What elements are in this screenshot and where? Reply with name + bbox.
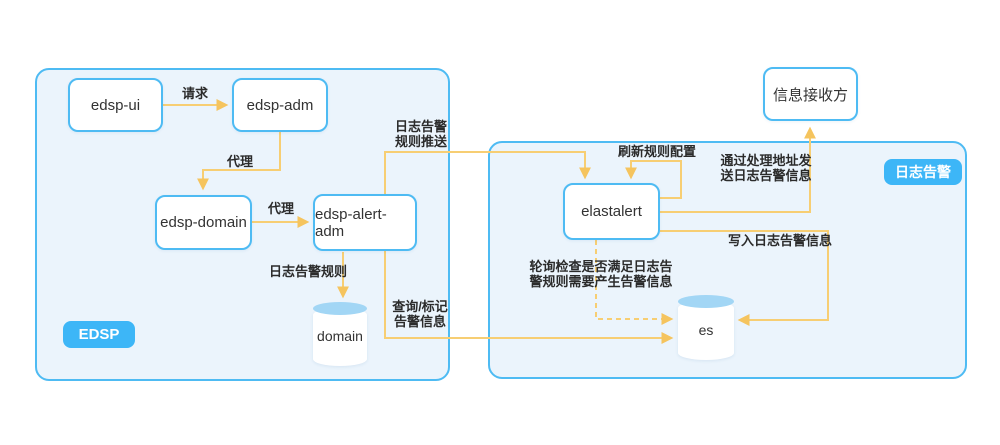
arrow-rule-push <box>384 151 591 194</box>
arrow-write-es <box>660 230 829 326</box>
tag-edsp-label: EDSP <box>78 326 120 343</box>
edge-label-log-alert-rule: 日志告警规则 <box>268 264 348 279</box>
edge-label-poll-check: 轮询检查是否满足日志告 警规则需要产生告警信息 <box>529 259 673 289</box>
tag-log-alert-label: 日志告警 <box>895 164 951 180</box>
db-es: es <box>678 295 734 360</box>
db-es-label: es <box>698 321 714 338</box>
arrow-send-to-receiver <box>660 126 816 213</box>
arrow-refresh-loop <box>625 160 682 199</box>
node-elastalert-label: elastalert <box>581 203 642 220</box>
node-elastalert: elastalert <box>563 183 660 240</box>
node-edsp-ui: edsp-ui <box>68 78 163 132</box>
edge-label-query-mark: 查询/标记 告警信息 <box>392 299 448 329</box>
arrow-query-mark <box>384 250 674 344</box>
node-edsp-ui-label: edsp-ui <box>90 96 141 114</box>
arrow-proxy-adm-domain <box>197 132 281 191</box>
edge-label-rule-push: 日志告警 规则推送 <box>394 119 448 149</box>
cylinder-top-icon <box>313 302 367 315</box>
node-receiver: 信息接收方 <box>763 67 858 121</box>
cylinder-body <box>678 301 734 360</box>
edge-label-proxy-adm-domain: 代理 <box>226 154 254 169</box>
tag-log-alert: 日志告警 <box>884 159 962 185</box>
db-domain: domain <box>313 302 367 366</box>
node-edsp-alert-adm: edsp-alert-adm <box>313 194 417 251</box>
edge-label-proxy-domain-alert: 代理 <box>267 201 295 216</box>
edge-label-refresh-rules: 刷新规则配置 <box>617 144 697 159</box>
node-edsp-domain: edsp-domain <box>155 195 252 250</box>
node-edsp-alert-adm-label: edsp-alert-adm <box>315 205 387 240</box>
node-edsp-adm: edsp-adm <box>232 78 328 132</box>
cylinder-body <box>313 308 367 366</box>
edge-label-write-alert-info: 写入日志告警信息 <box>727 233 833 248</box>
tag-edsp: EDSP <box>63 321 135 348</box>
node-receiver-label: 信息接收方 <box>772 86 848 104</box>
db-domain-label: domain <box>317 327 363 344</box>
node-edsp-domain-label: edsp-domain <box>160 214 247 231</box>
node-edsp-adm-label: edsp-adm <box>246 96 314 114</box>
cylinder-top-icon <box>678 295 734 308</box>
edge-label-send-via-handler: 通过处理地址发 送日志告警信息 <box>720 153 812 183</box>
arrow-poll-check-dashed <box>595 240 674 325</box>
edge-label-request: 请求 <box>181 86 209 101</box>
